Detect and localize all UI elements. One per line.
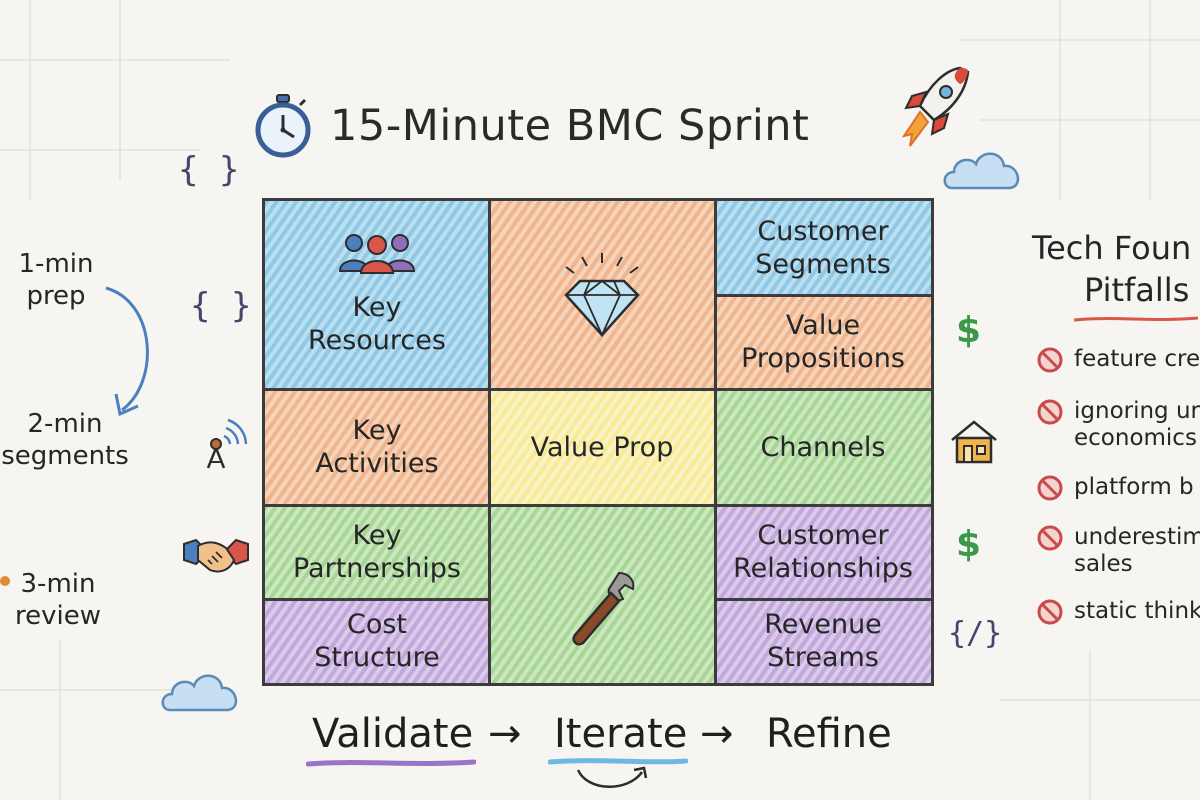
step-prep-line-2: prep: [26, 281, 86, 311]
flow-iterate: Iterate: [554, 711, 688, 757]
pitfall-text: sales: [1074, 551, 1133, 577]
dollar-icon: $: [956, 310, 982, 351]
prohibited-icon: [1037, 525, 1063, 551]
step-review-line-1: 3-min: [20, 569, 96, 599]
grid-divider: [265, 388, 931, 391]
tools-cell: [489, 505, 715, 683]
customer-relationships-label-1: Customer: [757, 520, 889, 551]
step-prep: 1-min prep: [6, 248, 106, 312]
flow-validate: Validate: [312, 711, 474, 757]
pitfalls-title-line-1: Tech Foun: [1032, 229, 1192, 267]
cost-structure-label-2: Structure: [314, 642, 440, 673]
team-icon: [338, 234, 416, 274]
step-segments-line-1: 2-min: [27, 409, 103, 439]
value-diamond-cell: [489, 201, 715, 389]
flow-refine: Refine: [766, 711, 892, 757]
pitfall-text: feature cre: [1074, 346, 1200, 372]
pitfall-item: platform b: [1036, 474, 1194, 502]
customer-segments-cell[interactable]: Customer Segments: [715, 201, 931, 295]
key-resources-label-1: Key: [352, 292, 402, 323]
grid-divider: [714, 201, 717, 683]
bullet-dot: [0, 576, 10, 586]
grid-divider: [715, 598, 931, 601]
value-propositions-label-1: Value: [785, 310, 861, 341]
validate-underline: [306, 759, 476, 767]
code-braces-icon: { }: [178, 150, 240, 190]
key-activities-cell[interactable]: Key Activities: [265, 389, 489, 505]
key-partnerships-label-2: Partnerships: [292, 553, 461, 584]
curved-arrow: [105, 286, 149, 417]
pitfall-text: ignoring ur: [1074, 398, 1200, 424]
prohibited-icon: [1037, 399, 1063, 425]
wrench-icon: [572, 571, 635, 646]
stopwatch-icon: [255, 94, 311, 158]
pitfall-item: ignoring ur economics: [1036, 398, 1200, 452]
key-resources-label-2: Resources: [308, 325, 446, 356]
customer-relationships-label-2: Relationships: [733, 553, 913, 584]
pitfall-text: underestim: [1074, 524, 1200, 550]
grid-divider: [488, 201, 491, 683]
house-icon: [951, 420, 997, 464]
pitfall-item: feature cre: [1036, 346, 1200, 374]
channels-cell[interactable]: Channels: [715, 389, 931, 505]
channels-label: Channels: [760, 431, 886, 463]
prohibited-icon: [1037, 347, 1063, 373]
cost-structure-label-1: Cost: [346, 609, 408, 640]
cloud-icon: [943, 152, 1020, 190]
revenue-streams-label-2: Streams: [767, 642, 879, 673]
pitfall-text: economics: [1074, 425, 1197, 451]
grid-divider: [265, 598, 489, 601]
customer-segments-label-2: Segments: [755, 249, 891, 280]
key-activities-label-1: Key: [352, 415, 402, 446]
cloud-icon: [161, 674, 238, 712]
flow-arrow: →: [700, 711, 734, 757]
pitfall-text: static think: [1074, 598, 1200, 624]
step-prep-line-1: 1-min: [18, 249, 94, 279]
satellite-antenna-icon: [206, 418, 248, 469]
customer-segments-label-1: Customer: [757, 216, 889, 247]
customer-relationships-cell[interactable]: Customer Relationships: [715, 505, 931, 599]
bmc-canvas: Key Resources Customer Segments Value Pr…: [262, 198, 934, 686]
handshake-icon: [183, 538, 249, 573]
value-prop-label: Value Prop: [530, 431, 674, 463]
iterate-loop-arrow: [548, 758, 688, 788]
step-segments-line-2: segments: [1, 441, 129, 471]
step-segments: 2-min segments: [0, 408, 130, 472]
title-row: 15-Minute BMC Sprint: [248, 86, 809, 166]
dollar-icon: $: [956, 524, 982, 565]
step-review-line-2: review: [15, 601, 101, 631]
revenue-streams-label-1: Revenue: [764, 609, 882, 640]
pitfalls-title-line-2: Pitfalls: [1084, 271, 1190, 309]
prohibited-icon: [1037, 475, 1063, 501]
revenue-streams-cell[interactable]: Revenue Streams: [715, 599, 931, 683]
key-partnerships-label-1: Key: [352, 520, 402, 551]
prohibited-icon: [1037, 599, 1063, 625]
page-title: 15-Minute BMC Sprint: [330, 101, 810, 151]
step-review: 3-min review: [8, 568, 108, 632]
grid-divider: [265, 504, 931, 507]
pitfall-text: platform b: [1074, 474, 1194, 500]
value-propositions-label-2: Propositions: [741, 343, 905, 374]
rocket-icon: [901, 66, 970, 147]
key-activities-label-2: Activities: [315, 448, 439, 479]
value-prop-cell[interactable]: Value Prop: [489, 389, 715, 505]
key-resources-cell: Key Resources: [265, 201, 489, 389]
diamond-icon: [564, 253, 640, 338]
key-partnerships-cell[interactable]: Key Partnerships: [265, 505, 489, 599]
code-slash-icon: {/}: [948, 616, 1003, 651]
value-propositions-cell[interactable]: Value Propositions: [715, 295, 931, 389]
grid-divider: [715, 294, 931, 297]
title-underline: [1073, 316, 1199, 322]
code-braces-icon: { }: [190, 286, 252, 326]
cost-structure-cell[interactable]: Cost Structure: [265, 599, 489, 683]
pitfall-item: static think: [1036, 598, 1200, 626]
flow-arrow: →: [488, 711, 522, 757]
pitfall-item: underestim sales: [1036, 524, 1200, 578]
